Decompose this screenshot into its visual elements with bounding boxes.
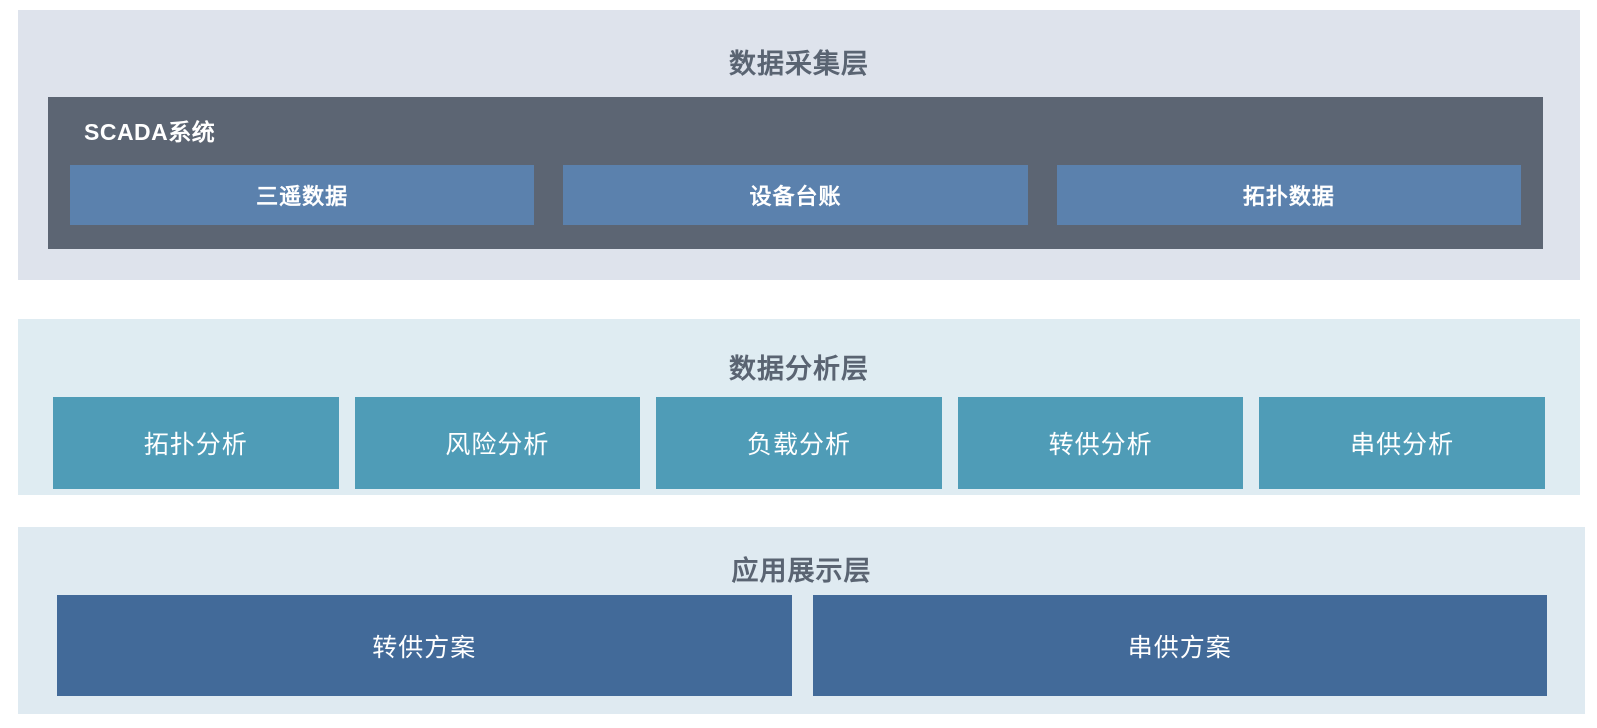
scada-box-equipment-ledger[interactable]: 设备台账 — [563, 165, 1028, 225]
analysis-box-group: 拓扑分析 风险分析 负载分析 转供分析 串供分析 — [53, 397, 1545, 489]
scada-box-topology-data[interactable]: 拓扑数据 — [1056, 165, 1521, 225]
application-box-group: 转供方案 串供方案 — [57, 595, 1547, 696]
analysis-box-topology[interactable]: 拓扑分析 — [53, 397, 339, 489]
application-box-series-supply-plan[interactable]: 串供方案 — [812, 595, 1547, 696]
scada-system-panel: SCADA系统 三遥数据 设备台账 拓扑数据 — [48, 97, 1543, 249]
scada-box-sanyao-data[interactable]: 三遥数据 — [70, 165, 535, 225]
scada-box-group: 三遥数据 设备台账 拓扑数据 — [70, 165, 1521, 225]
scada-system-label: SCADA系统 — [84, 119, 216, 145]
analysis-box-series-supply[interactable]: 串供分析 — [1259, 397, 1545, 489]
application-box-transfer-supply-plan[interactable]: 转供方案 — [57, 595, 792, 696]
analysis-box-transfer-supply[interactable]: 转供分析 — [957, 397, 1244, 489]
layer-application-presentation: 应用展示层 转供方案 串供方案 — [18, 527, 1585, 714]
layer-data-acquisition: 数据采集层 SCADA系统 三遥数据 设备台账 拓扑数据 — [18, 10, 1580, 280]
layer-title-data-acquisition: 数据采集层 — [729, 49, 869, 79]
analysis-box-risk[interactable]: 风险分析 — [354, 397, 641, 489]
analysis-box-load[interactable]: 负载分析 — [656, 397, 942, 489]
layer-title-application-presentation: 应用展示层 — [731, 556, 872, 586]
layer-title-data-analysis: 数据分析层 — [729, 354, 869, 384]
layer-data-analysis: 数据分析层 拓扑分析 风险分析 负载分析 转供分析 串供分析 — [18, 319, 1580, 495]
